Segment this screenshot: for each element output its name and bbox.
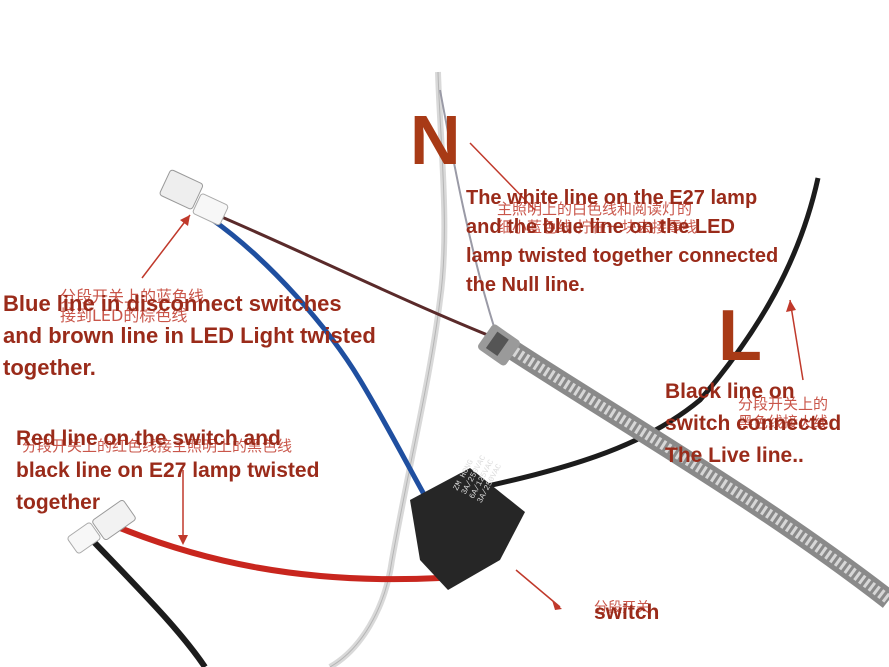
arrow-live (789, 299, 804, 381)
blue-wire (208, 215, 433, 507)
lamp-fitting (478, 324, 520, 366)
cn-switch: 分段开关 (594, 600, 650, 616)
cn-black-live: 分段开关上的 黑色线接火线 (738, 395, 829, 431)
red-wire (118, 525, 441, 583)
cn-white-blue: 主照明上的白色线和阅读灯的 细小蓝色线 拧在一块去接零线 (497, 200, 697, 236)
connector-top (159, 169, 229, 226)
switch-body (410, 468, 525, 590)
arrow-null (469, 142, 536, 211)
arrow-blue-brown (141, 214, 191, 279)
label-black-live: Black line on switch connected The Live … (665, 380, 842, 467)
label-blue-brown: Blue line in disconnect switches and bro… (3, 291, 376, 380)
label-switch: switch (594, 601, 660, 624)
cn-blue-brown: 分段开关上的蓝色线 接到LED的棕色线 (60, 287, 205, 326)
thin-wire (439, 89, 496, 331)
cn-red-black: 分段开关上的红色线接主照明上的黑色线 (22, 437, 293, 455)
label-white-blue: The white line on the E27 lamp and the b… (466, 187, 779, 296)
brown-wire (209, 210, 501, 342)
live-marker: L (718, 296, 762, 376)
gooseneck (499, 336, 889, 608)
black-wire-live (469, 177, 821, 493)
neutral-marker: N (410, 101, 461, 179)
label-red-black: Red line on the switch and black line on… (16, 427, 320, 514)
black-wire-lower (89, 537, 208, 667)
connector-bottom (67, 499, 136, 554)
